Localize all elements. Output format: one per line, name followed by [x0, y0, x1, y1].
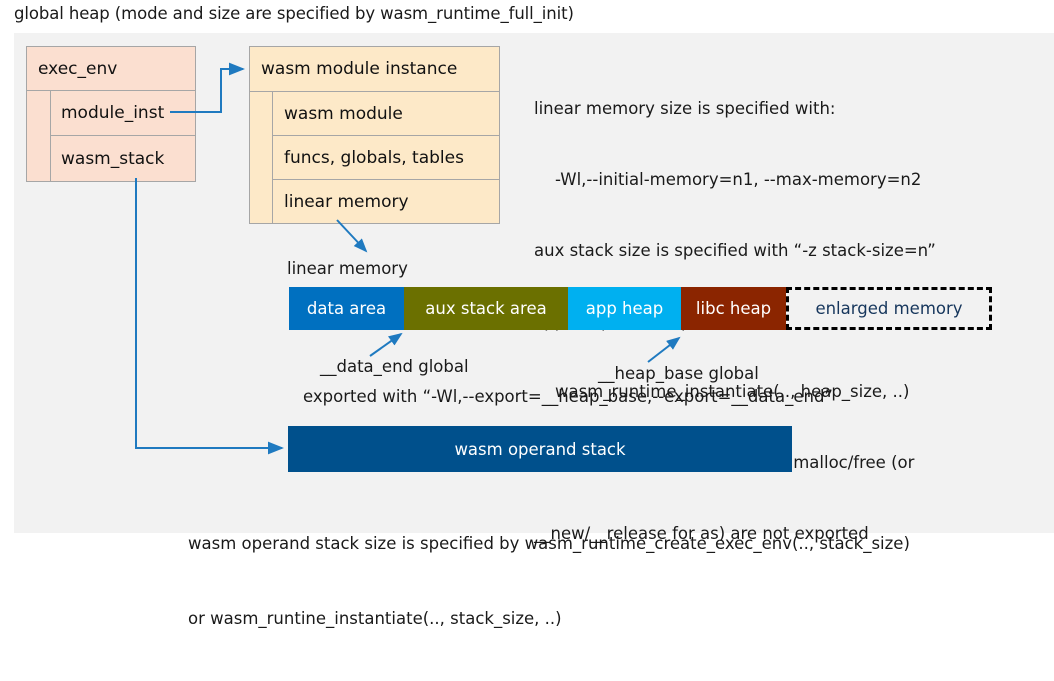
bottom-note-line-1: or wasm_runtine_instantiate(.., stack_si… [188, 609, 562, 628]
exported-with-label: exported with “-Wl,--export=__heap_base,… [303, 387, 833, 406]
wasm-module-instance-row-linear-memory: linear memory [284, 192, 409, 212]
memory-segment-app-heap: app heap [568, 287, 681, 330]
wasm-module-instance-box: wasm module instance wasm module funcs, … [249, 46, 500, 224]
note-line-4: wasm_runtime_instantiate(.., heap_size, … [534, 382, 910, 402]
wasm-module-instance-title: wasm module instance [250, 47, 499, 92]
wasm-operand-stack-box: wasm operand stack [288, 426, 792, 472]
memory-segment-libc-heap: libc heap [681, 287, 786, 330]
memory-segment-enlarged-memory: enlarged memory [786, 287, 992, 330]
linear-memory-label: linear memory [287, 259, 408, 278]
linear-memory-bar: data area aux stack area app heap libc h… [289, 287, 992, 330]
memory-segment-aux-stack-area: aux stack area [404, 287, 568, 330]
bottom-note-line-0: wasm operand stack size is specified by … [188, 534, 910, 553]
wasm-module-instance-gutter [250, 92, 273, 223]
data-end-global-label: __data_end global [320, 357, 469, 376]
note-line-1: -Wl,--initial-memory=n1, --max-memory=n2 [534, 169, 922, 189]
memory-segment-data-area: data area [289, 287, 404, 330]
wasm-module-instance-row-wasm-module: wasm module [273, 92, 499, 136]
heap-base-global-label: __heap_base global [598, 364, 759, 383]
exec-env-row-module-inst: module_inst [51, 91, 195, 136]
bottom-note-block: wasm operand stack size is specified by … [188, 481, 910, 681]
page-title: global heap (mode and size are specified… [14, 4, 574, 23]
diagram-canvas: global heap (mode and size are specified… [14, 4, 1054, 628]
exec-env-box: exec_env module_inst wasm_stack [26, 46, 196, 182]
exec-env-title: exec_env [27, 47, 195, 91]
note-line-2: aux stack size is specified with “-z sta… [534, 240, 936, 260]
note-line-0: linear memory size is specified with: [534, 99, 836, 119]
wasm-module-instance-row-funcs-globals-tables: funcs, globals, tables [273, 136, 499, 180]
exec-env-row-wasm-stack: wasm_stack [61, 148, 165, 169]
note-line-6: __new/__release for as) are not exported [534, 523, 869, 543]
exec-env-gutter [27, 91, 51, 181]
